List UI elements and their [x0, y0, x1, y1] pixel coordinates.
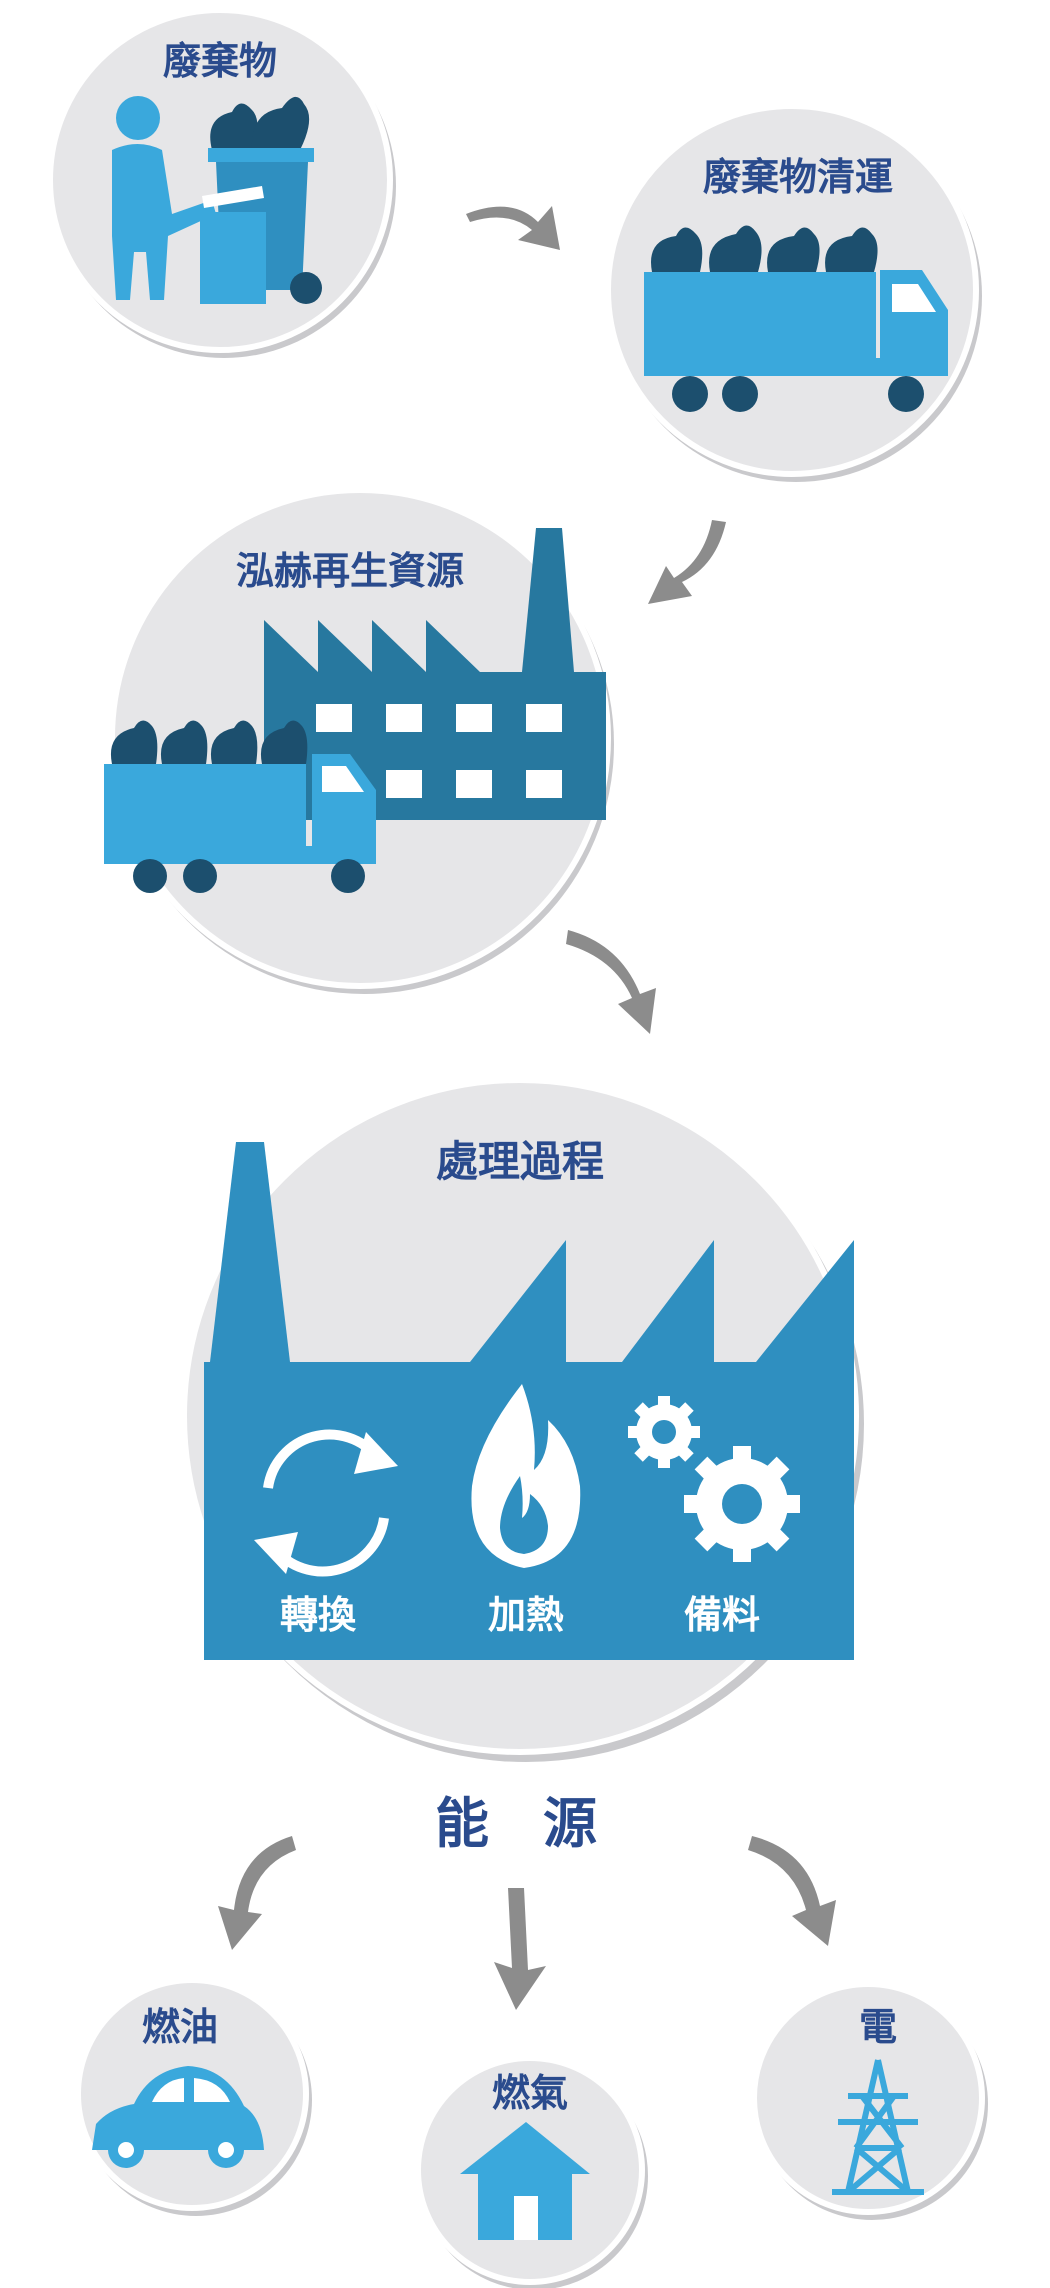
output-fuel-oil-label: 燃油 — [142, 2005, 218, 2049]
step-recycling-plant-label: 泓赫再生資源 — [236, 549, 464, 593]
step-collection-label: 廢棄物清運 — [703, 155, 893, 199]
plant-truck-icon — [104, 720, 376, 893]
arrow-collection-to-plant — [648, 520, 726, 604]
person-with-bin-icon — [112, 96, 322, 304]
power-tower-icon — [832, 2059, 924, 2195]
step-processing-label: 處理過程 — [436, 1137, 604, 1186]
house-icon — [460, 2122, 590, 2240]
arrow-to-gas — [494, 1888, 546, 2010]
flame-icon — [471, 1384, 581, 1568]
process-label-prep: 備料 — [684, 1593, 760, 1637]
output-electricity-label: 電 — [859, 2005, 897, 2049]
gears-icon — [628, 1396, 800, 1562]
step-waste-label: 廢棄物 — [163, 39, 277, 83]
output-gas-label: 燃氣 — [492, 2071, 568, 2115]
output-fuel-oil: 燃油 — [75, 1977, 312, 2216]
step-recycling-plant: 泓赫再生資源 — [104, 487, 614, 994]
step-collection: 廢棄物清運 — [605, 103, 982, 482]
output-electricity: 電 — [751, 1981, 988, 2220]
car-icon — [92, 2066, 264, 2168]
energy-title: 能 源 — [435, 1792, 597, 1855]
step-waste: 廢棄物 — [47, 7, 396, 358]
arrow-to-fuel-oil — [218, 1836, 296, 1950]
garbage-truck-icon — [644, 225, 948, 412]
arrow-plant-to-process — [566, 930, 656, 1034]
recycle-arrows-icon — [254, 1429, 398, 1577]
process-label-convert: 轉換 — [280, 1593, 357, 1637]
step-processing: 處理過程 — [181, 1077, 864, 1762]
output-gas: 燃氣 — [415, 2055, 648, 2288]
arrow-waste-to-collection — [466, 206, 560, 250]
arrow-to-electricity — [748, 1836, 836, 1946]
process-label-heat: 加熱 — [488, 1593, 564, 1637]
